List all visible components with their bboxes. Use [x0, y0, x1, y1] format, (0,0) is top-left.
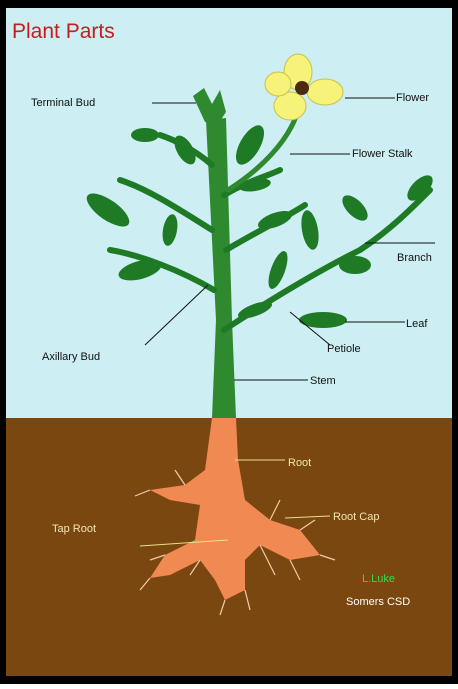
leaf — [131, 128, 159, 142]
credit-author: L.Luke — [362, 573, 395, 585]
flower-center — [295, 81, 309, 95]
leaf — [339, 256, 371, 274]
label-terminal-bud: Terminal Bud — [31, 97, 95, 109]
label-tap-root: Tap Root — [52, 523, 96, 535]
label-branch: Branch — [397, 252, 432, 264]
label-leaf: Leaf — [406, 318, 428, 330]
label-stem: Stem — [310, 375, 336, 387]
label-flower: Flower — [396, 92, 429, 104]
label-axillary-bud: Axillary Bud — [42, 351, 100, 363]
label-flower-stalk: Flower Stalk — [352, 148, 413, 160]
label-root: Root — [288, 457, 311, 469]
label-root-cap: Root Cap — [333, 511, 379, 523]
credit-school: Somers CSD — [346, 596, 410, 608]
label-petiole: Petiole — [327, 343, 361, 355]
page-title: Plant Parts — [12, 20, 115, 43]
